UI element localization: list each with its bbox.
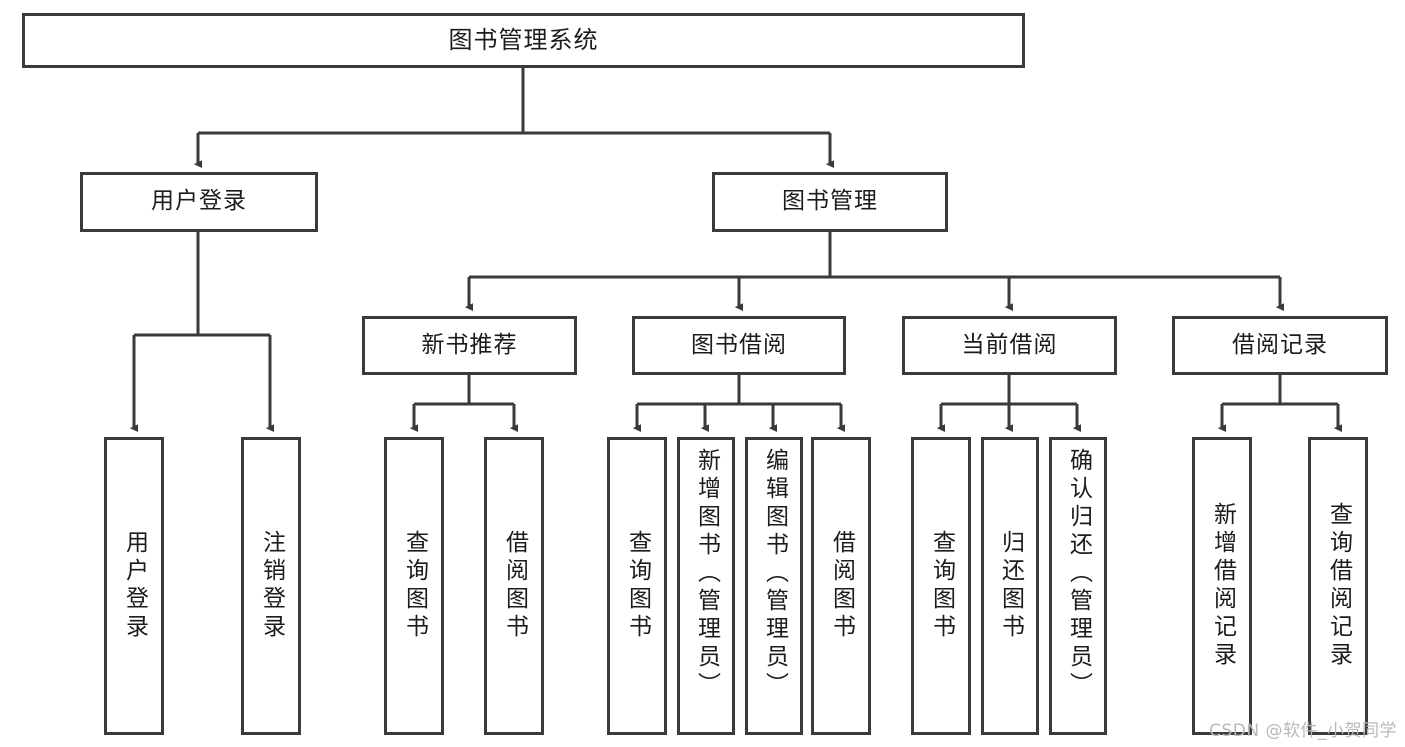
leaf-user-login[interactable]: 用户登录 bbox=[104, 437, 164, 735]
watermark: CSDN @软件_小贺同学 bbox=[1209, 721, 1397, 741]
leaf-edit-book-label: 编辑图书（管理员） bbox=[761, 448, 788, 700]
node-new-book-recommend-label: 新书推荐 bbox=[421, 331, 518, 358]
node-new-book-recommend[interactable]: 新书推荐 bbox=[362, 316, 577, 375]
leaf-return-book[interactable]: 归还图书 bbox=[981, 437, 1039, 735]
leaf-query-book-1[interactable]: 查询图书 bbox=[384, 437, 444, 735]
leaf-query-record-label: 查询借阅记录 bbox=[1325, 502, 1352, 670]
node-book-management-label: 图书管理 bbox=[782, 188, 878, 215]
leaf-confirm-return-label: 确认归还（管理员） bbox=[1065, 448, 1092, 700]
leaf-user-login-label: 用户登录 bbox=[121, 530, 148, 642]
node-root[interactable]: 图书管理系统 bbox=[22, 13, 1025, 68]
leaf-add-record-label: 新增借阅记录 bbox=[1209, 502, 1236, 670]
node-book-management[interactable]: 图书管理 bbox=[712, 172, 948, 232]
leaf-edit-book[interactable]: 编辑图书（管理员） bbox=[745, 437, 803, 735]
node-user-login-label: 用户登录 bbox=[151, 188, 247, 215]
node-book-borrow[interactable]: 图书借阅 bbox=[632, 316, 846, 375]
leaf-query-book-3-label: 查询图书 bbox=[928, 530, 955, 642]
leaf-borrow-book-2[interactable]: 借阅图书 bbox=[811, 437, 871, 735]
leaf-borrow-book-2-label: 借阅图书 bbox=[828, 530, 855, 642]
node-borrow-record[interactable]: 借阅记录 bbox=[1172, 316, 1388, 375]
node-borrow-record-label: 借阅记录 bbox=[1232, 331, 1328, 358]
node-user-login[interactable]: 用户登录 bbox=[80, 172, 318, 232]
leaf-query-book-3[interactable]: 查询图书 bbox=[911, 437, 971, 735]
leaf-add-book[interactable]: 新增图书（管理员） bbox=[677, 437, 735, 735]
leaf-borrow-book-1[interactable]: 借阅图书 bbox=[484, 437, 544, 735]
node-current-borrow[interactable]: 当前借阅 bbox=[902, 316, 1117, 375]
leaf-logout-label: 注销登录 bbox=[258, 530, 285, 642]
leaf-query-book-2[interactable]: 查询图书 bbox=[607, 437, 667, 735]
node-current-borrow-label: 当前借阅 bbox=[961, 331, 1058, 358]
node-root-label: 图书管理系统 bbox=[448, 26, 599, 55]
leaf-query-book-2-label: 查询图书 bbox=[624, 530, 651, 642]
leaf-confirm-return[interactable]: 确认归还（管理员） bbox=[1049, 437, 1107, 735]
leaf-logout[interactable]: 注销登录 bbox=[241, 437, 301, 735]
leaf-add-record[interactable]: 新增借阅记录 bbox=[1192, 437, 1252, 735]
leaf-query-record[interactable]: 查询借阅记录 bbox=[1308, 437, 1368, 735]
leaf-query-book-1-label: 查询图书 bbox=[401, 530, 428, 642]
leaf-add-book-label: 新增图书（管理员） bbox=[693, 448, 720, 700]
leaf-return-book-label: 归还图书 bbox=[997, 530, 1024, 642]
node-book-borrow-label: 图书借阅 bbox=[691, 331, 787, 358]
leaf-borrow-book-1-label: 借阅图书 bbox=[501, 530, 528, 642]
